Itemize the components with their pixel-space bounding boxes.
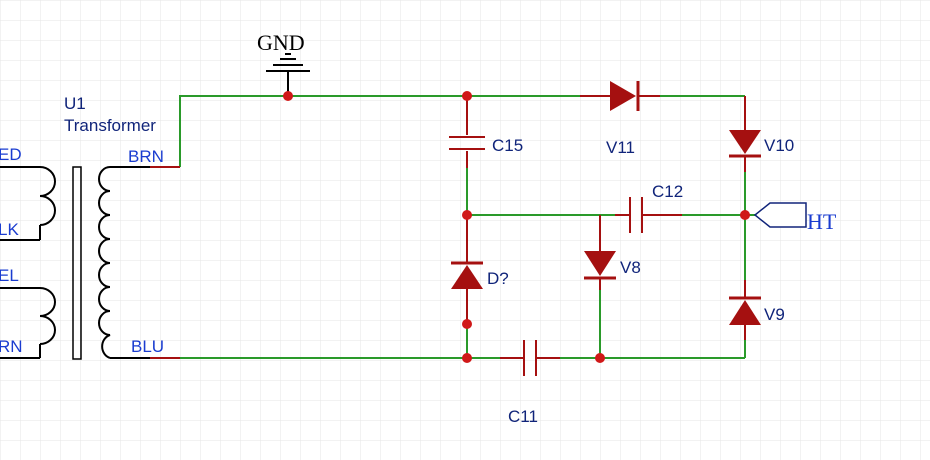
diode-d[interactable]: D? (451, 215, 509, 324)
v10-label: V10 (764, 136, 794, 155)
transformer-core (72, 166, 82, 360)
transformer-pin-brn-label: BRN (128, 147, 164, 166)
v8-triangle (584, 251, 616, 276)
capacitor-c12[interactable]: C12 (615, 182, 683, 233)
transformer-pin-left-1: ED (0, 145, 22, 164)
transformer-right-coil (98, 166, 111, 359)
v10-triangle (729, 130, 761, 154)
transformer[interactable]: U1 Transformer ED LK EL RN BRN BLU (0, 94, 180, 360)
transformer-pin-left-2: LK (0, 220, 19, 239)
c12-label: C12 (652, 182, 683, 201)
v8-label: V8 (620, 258, 641, 277)
transformer-pin-left-3: EL (0, 266, 19, 285)
d-triangle (451, 265, 483, 289)
v11-triangle (610, 81, 636, 111)
transformer-name: Transformer (64, 116, 156, 135)
ht-port-shape (753, 202, 807, 228)
diode-v11[interactable]: V11 (580, 81, 660, 157)
junction-ht (740, 210, 750, 220)
gnd-label: GND (257, 30, 305, 55)
junction-d-bottom (462, 319, 472, 329)
capacitor-c11[interactable]: C11 (500, 340, 560, 426)
ht-port-label: HT (807, 209, 837, 234)
capacitor-c15[interactable]: C15 (449, 96, 523, 168)
gnd-symbol[interactable]: GND (257, 30, 310, 96)
transformer-pin-left-4: RN (0, 337, 23, 356)
d-label: D? (487, 269, 509, 288)
diode-v10[interactable]: V10 (729, 96, 794, 172)
diode-v8[interactable]: V8 (584, 215, 641, 290)
wire-brn-to-top[interactable] (179, 95, 580, 167)
v11-label: V11 (606, 138, 635, 157)
transformer-pin-blu-label: BLU (131, 337, 164, 356)
diode-v9[interactable]: V9 (729, 280, 785, 340)
c15-label: C15 (492, 136, 523, 155)
transformer-ref: U1 (64, 94, 86, 113)
v9-triangle (729, 300, 761, 325)
transformer-left-coil-upper (39, 166, 56, 226)
v9-label: V9 (764, 305, 785, 324)
transformer-left-coil-lower (39, 287, 56, 345)
junction-gnd (283, 91, 293, 101)
junction-top-c15 (462, 91, 472, 101)
ht-port[interactable]: HT (753, 202, 837, 234)
junction-bottom-left (462, 353, 472, 363)
c11-label: C11 (508, 407, 538, 426)
junctions (283, 91, 750, 363)
junction-mid-left (462, 210, 472, 220)
junction-bottom-v8 (595, 353, 605, 363)
